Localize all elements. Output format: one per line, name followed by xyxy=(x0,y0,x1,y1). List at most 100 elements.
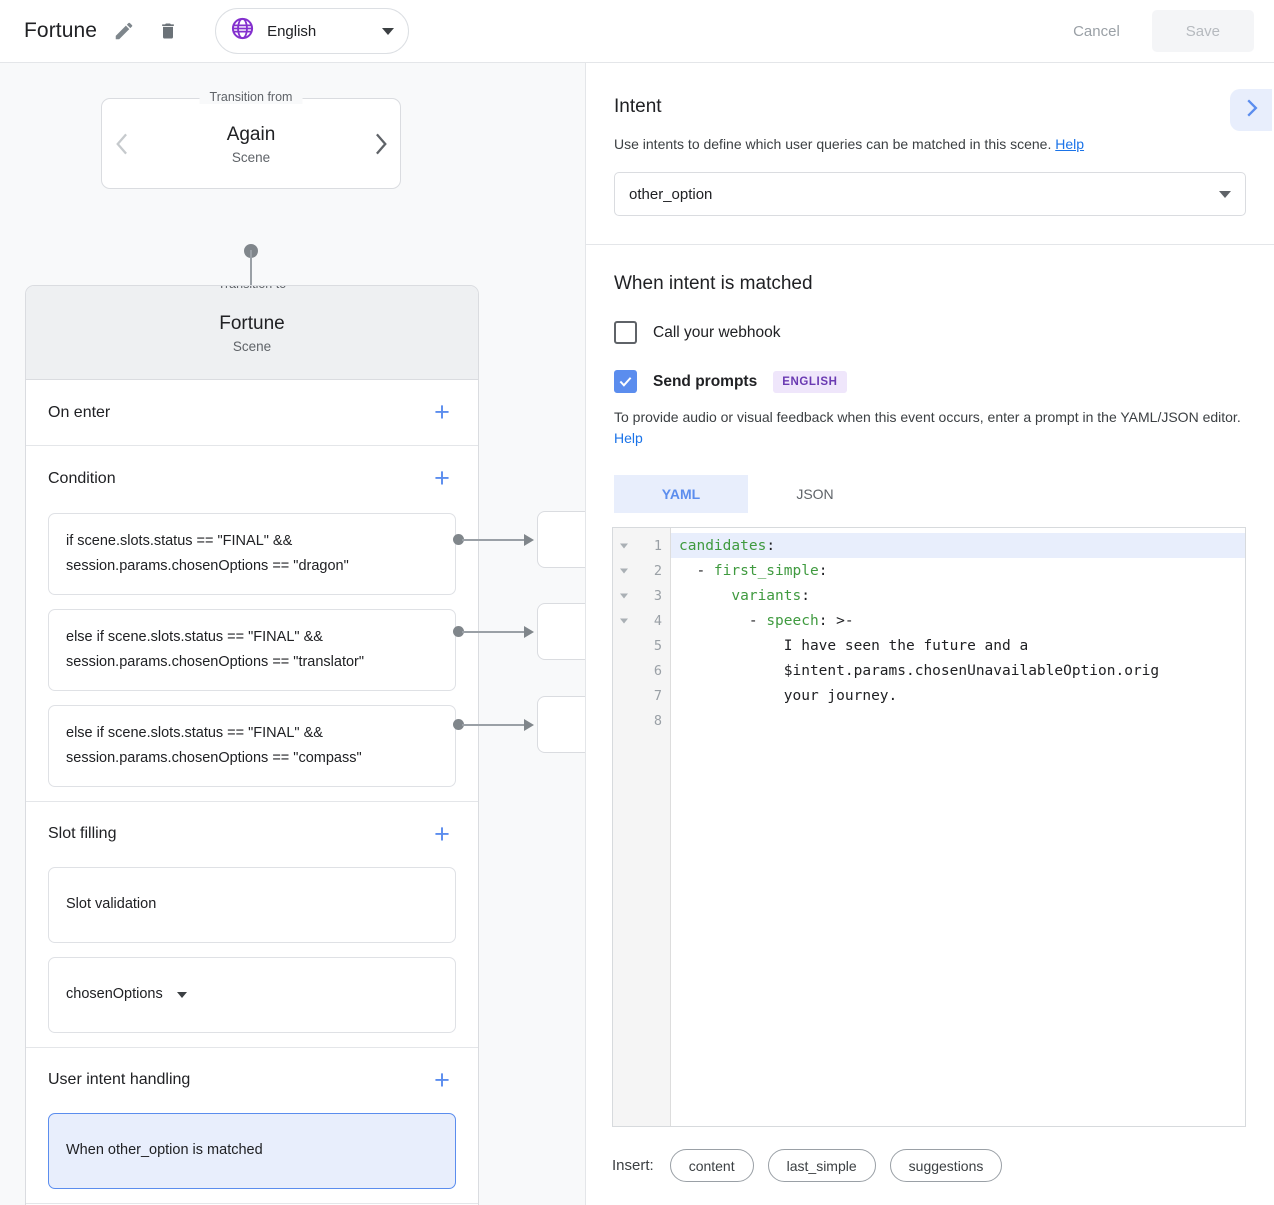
gutter-line[interactable]: 5 xyxy=(653,637,662,654)
gutter-line[interactable]: 7 xyxy=(653,687,662,704)
send-prompts-checkbox[interactable] xyxy=(614,370,637,393)
gutter-line[interactable]: 8 xyxy=(653,712,662,729)
fold-arrow-icon[interactable] xyxy=(620,543,628,548)
fold-arrow-icon[interactable] xyxy=(620,618,628,623)
slot-name-label: chosenOptions xyxy=(66,986,163,1003)
language-selector[interactable]: English xyxy=(215,8,410,54)
chevron-down-icon xyxy=(1219,190,1231,198)
chevron-right-icon[interactable] xyxy=(360,99,400,188)
top-bar: Fortune English xyxy=(0,0,1274,63)
transition-from-card[interactable]: Transition from Again Scene xyxy=(101,90,401,189)
prompt-help-link[interactable]: Help xyxy=(614,430,643,446)
insert-chip-content[interactable]: content xyxy=(669,1149,754,1182)
intent-section: Intent Use intents to define which user … xyxy=(586,63,1274,245)
code-line[interactable]: your journey. xyxy=(783,687,898,704)
tab-yaml[interactable]: YAML xyxy=(614,475,748,513)
edit-icon[interactable] xyxy=(107,14,141,48)
insert-snippets-row: Insert: content last_simple suggestions xyxy=(586,1127,1274,1182)
section-title-slot-filling: Slot filling xyxy=(48,825,117,843)
transition-from-type: Scene xyxy=(231,149,271,165)
user-intent-item-selected[interactable]: When other_option is matched xyxy=(48,1112,456,1189)
intent-select[interactable]: other_option xyxy=(614,172,1246,216)
section-header-slot-filling: Slot filling + xyxy=(26,802,478,867)
section-title-condition: Condition xyxy=(48,469,116,487)
section-title-on-enter: On enter xyxy=(48,403,111,421)
section-on-enter: On enter + xyxy=(26,380,478,446)
condition-target-stub[interactable] xyxy=(537,696,586,753)
section-header-condition: Condition + xyxy=(26,446,478,511)
scene-type: Scene xyxy=(232,338,272,354)
condition-item[interactable]: else if scene.slots.status == "FINAL" &&… xyxy=(48,608,456,691)
when-matched-title: When intent is matched xyxy=(614,273,813,294)
panel-divider xyxy=(585,63,586,1205)
globe-icon xyxy=(230,16,255,46)
intent-details-panel: Intent Use intents to define which user … xyxy=(586,63,1274,1205)
editor-code-area[interactable]: candidates: - first_simple: variants: - … xyxy=(671,528,1245,1126)
transition-to-legend: Transition to xyxy=(207,285,297,291)
intent-select-value: other_option xyxy=(629,185,713,203)
language-label: English xyxy=(267,22,317,40)
tab-json[interactable]: JSON xyxy=(748,475,882,513)
section-user-intent-handling: User intent handling + When other_option… xyxy=(26,1048,478,1204)
code-line[interactable]: $intent.params.chosenUnavailableOption.o… xyxy=(783,662,1160,679)
trash-icon[interactable] xyxy=(151,14,185,48)
transition-from-name: Again xyxy=(226,124,276,146)
condition-item[interactable]: if scene.slots.status == "FINAL" && sess… xyxy=(48,513,456,595)
expand-panel-button[interactable] xyxy=(1230,89,1272,131)
gutter-line[interactable]: 1 xyxy=(613,533,670,558)
gutter-line[interactable]: 3 xyxy=(613,583,670,608)
yaml-editor[interactable]: 1 2 3 4 5 6 7 8 candidates: - first_simp… xyxy=(612,527,1246,1127)
condition-target-stub[interactable] xyxy=(537,511,586,568)
section-header-user-intent-handling: User intent handling + xyxy=(26,1048,478,1113)
section-title-user-intent-handling: User intent handling xyxy=(48,1071,191,1089)
save-button[interactable]: Save xyxy=(1151,10,1254,52)
prompt-description: To provide audio or visual feedback when… xyxy=(614,407,1246,449)
call-webhook-label: Call your webhook xyxy=(653,323,781,341)
language-badge: ENGLISH xyxy=(773,370,847,393)
scene-name: Fortune xyxy=(219,313,285,335)
code-line[interactable]: candidates: xyxy=(671,533,1245,558)
condition-item[interactable]: else if scene.slots.status == "FINAL" &&… xyxy=(48,704,456,787)
gutter-line[interactable]: 6 xyxy=(653,662,662,679)
slot-validation-item[interactable]: Slot validation xyxy=(48,866,456,943)
gutter-line[interactable]: 4 xyxy=(613,608,670,633)
chevron-down-icon[interactable] xyxy=(176,991,187,998)
insert-chip-last-simple[interactable]: last_simple xyxy=(767,1149,876,1182)
topbar-actions: Cancel Save xyxy=(1047,10,1274,52)
code-line[interactable]: variants: xyxy=(731,587,810,604)
slot-item-chosenoptions[interactable]: chosenOptions xyxy=(48,956,456,1033)
gutter-line[interactable]: 2 xyxy=(613,558,670,583)
code-line[interactable]: - first_simple: xyxy=(679,562,828,579)
webhook-row: Call your webhook xyxy=(614,321,1246,344)
page-title: Fortune xyxy=(24,19,98,42)
send-prompts-label: Send prompts xyxy=(653,372,758,390)
transition-to-card: Transition to Fortune Scene On enter + C… xyxy=(25,285,479,1205)
plus-icon[interactable]: + xyxy=(434,1064,450,1095)
cancel-button[interactable]: Cancel xyxy=(1047,10,1146,52)
call-webhook-checkbox[interactable] xyxy=(614,321,637,344)
insert-label: Insert: xyxy=(612,1157,654,1174)
send-prompts-row: Send prompts ENGLISH xyxy=(614,370,1246,393)
section-slot-filling: Slot filling + Slot validation chosenOpt… xyxy=(26,802,478,1048)
chevron-right-icon xyxy=(1244,97,1259,124)
editor-format-tabs: YAML JSON xyxy=(614,475,1246,513)
fold-arrow-icon[interactable] xyxy=(620,593,628,598)
code-line[interactable] xyxy=(671,708,1245,733)
insert-chip-suggestions[interactable]: suggestions xyxy=(889,1149,1003,1182)
fold-arrow-icon[interactable] xyxy=(620,568,628,573)
code-line[interactable]: - speech: >- xyxy=(679,612,854,629)
condition-target-stub[interactable] xyxy=(537,603,586,660)
intent-help-link[interactable]: Help xyxy=(1055,136,1085,152)
intent-description-text: Use intents to define which user queries… xyxy=(614,136,1052,152)
section-header-on-enter: On enter + xyxy=(26,380,478,445)
chevron-left-icon[interactable] xyxy=(102,99,142,188)
transition-from-info: Again Scene xyxy=(142,122,360,165)
when-intent-matched-section: When intent is matched Call your webhook… xyxy=(586,245,1274,513)
plus-icon[interactable]: + xyxy=(434,463,450,493)
code-line[interactable]: I have seen the future and a xyxy=(783,637,1029,654)
section-condition: Condition + if scene.slots.status == "FI… xyxy=(26,446,478,802)
chevron-down-icon xyxy=(382,27,395,35)
editor-gutter: 1 2 3 4 5 6 7 8 xyxy=(613,528,671,1126)
plus-icon[interactable]: + xyxy=(434,818,450,849)
plus-icon[interactable]: + xyxy=(434,397,450,427)
